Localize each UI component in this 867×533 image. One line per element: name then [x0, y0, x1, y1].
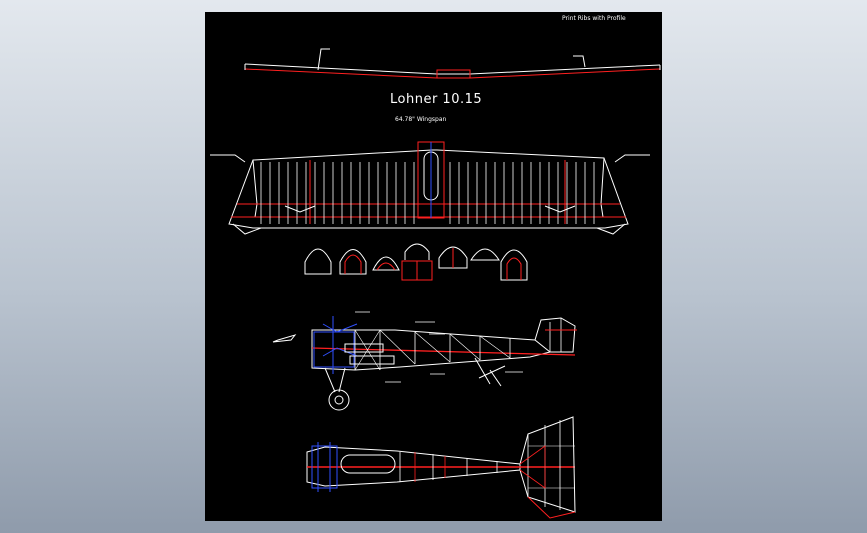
fuselage-top-view — [306, 416, 576, 519]
drawing-title: Lohner 10.15 — [390, 92, 483, 107]
wing-front-view — [244, 48, 661, 79]
rib-templates — [304, 243, 528, 281]
wing-plan-view — [210, 141, 650, 235]
cad-drawing — [210, 48, 661, 519]
wingspan-label: 64.78" Wingspan — [395, 116, 447, 123]
header-note: Print Ribs with Profile — [562, 15, 626, 22]
drawing-sheet: Print Ribs with Profile Lohner 10.15 64.… — [205, 12, 662, 521]
fuselage-side-view — [272, 311, 577, 411]
